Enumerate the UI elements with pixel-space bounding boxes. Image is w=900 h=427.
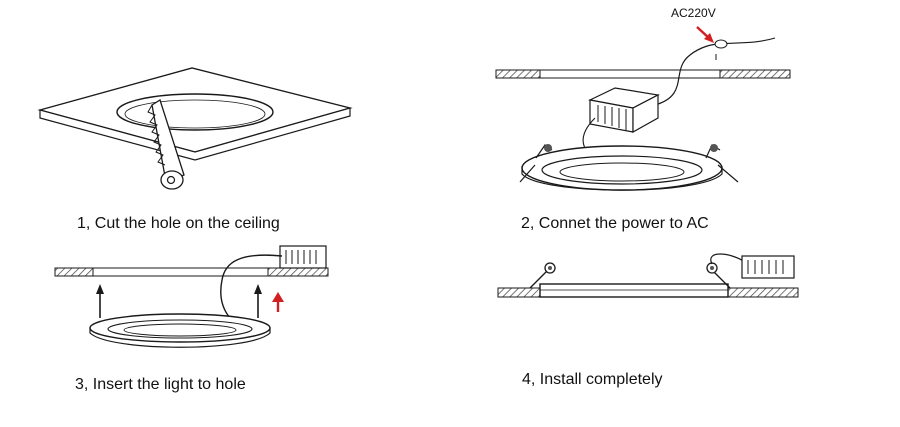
step1-illustration [37,67,353,190]
step3-caption: 3, Insert the light to hole [75,376,246,393]
driver-box [279,245,327,269]
ceiling-right-section [719,69,791,79]
power-label: AC220V [671,6,716,20]
spring-arm-right [254,284,262,318]
spring-arm-left [96,284,104,318]
ceiling-left-section [495,69,541,79]
red-arrow-up-icon [272,292,284,312]
panel-light [519,144,739,191]
step2-caption: 2, Connet the power to AC [521,215,709,232]
driver-box [741,255,795,279]
saw-icon [147,99,185,190]
step2-illustration [495,26,791,191]
ceiling-right-section [267,267,329,277]
panel-light [89,313,271,348]
step4-caption: 4, Install completely [522,371,663,388]
ceiling-panel-edge [39,107,351,161]
step3-illustration [54,245,329,348]
ceiling-left-section [497,287,541,298]
driver-box [588,87,660,134]
ceiling-left-section [54,267,94,277]
ceiling-hole [116,93,274,131]
step1-caption: 1, Cut the hole on the ceiling [77,215,280,232]
panel-light-installed [539,283,729,298]
ceiling-right-section [727,287,799,298]
step4-illustration [497,253,799,298]
red-arrow-icon [696,26,714,43]
spring-left [529,262,556,289]
